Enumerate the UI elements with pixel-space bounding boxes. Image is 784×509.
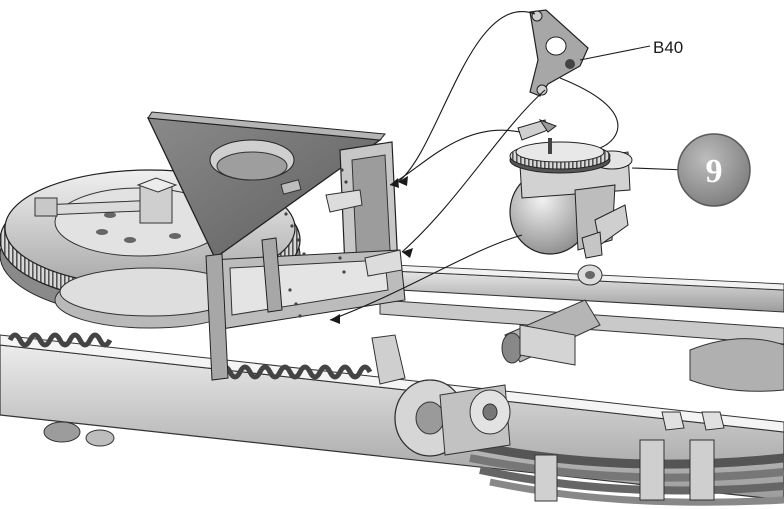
lower-left-hardware <box>43 421 115 447</box>
mounting-bracket-b40 <box>529 9 589 97</box>
frame-box <box>205 141 406 385</box>
leaf-spring <box>469 411 784 506</box>
coil-spring-left <box>7 332 113 348</box>
axle-tube <box>501 299 784 392</box>
assembly-leader-lines <box>329 11 687 321</box>
part-label-b40: B40 <box>653 38 683 57</box>
triangular-bracket <box>146 111 386 259</box>
step-number: 9 <box>706 153 723 190</box>
step-badge: 9 <box>677 133 751 207</box>
assembly-arrowheads <box>330 176 413 324</box>
part-callout: B40 <box>653 38 683 57</box>
pulley-assembly <box>394 264 603 457</box>
gear-housing-part <box>509 118 633 259</box>
coil-spring-front <box>217 364 373 380</box>
